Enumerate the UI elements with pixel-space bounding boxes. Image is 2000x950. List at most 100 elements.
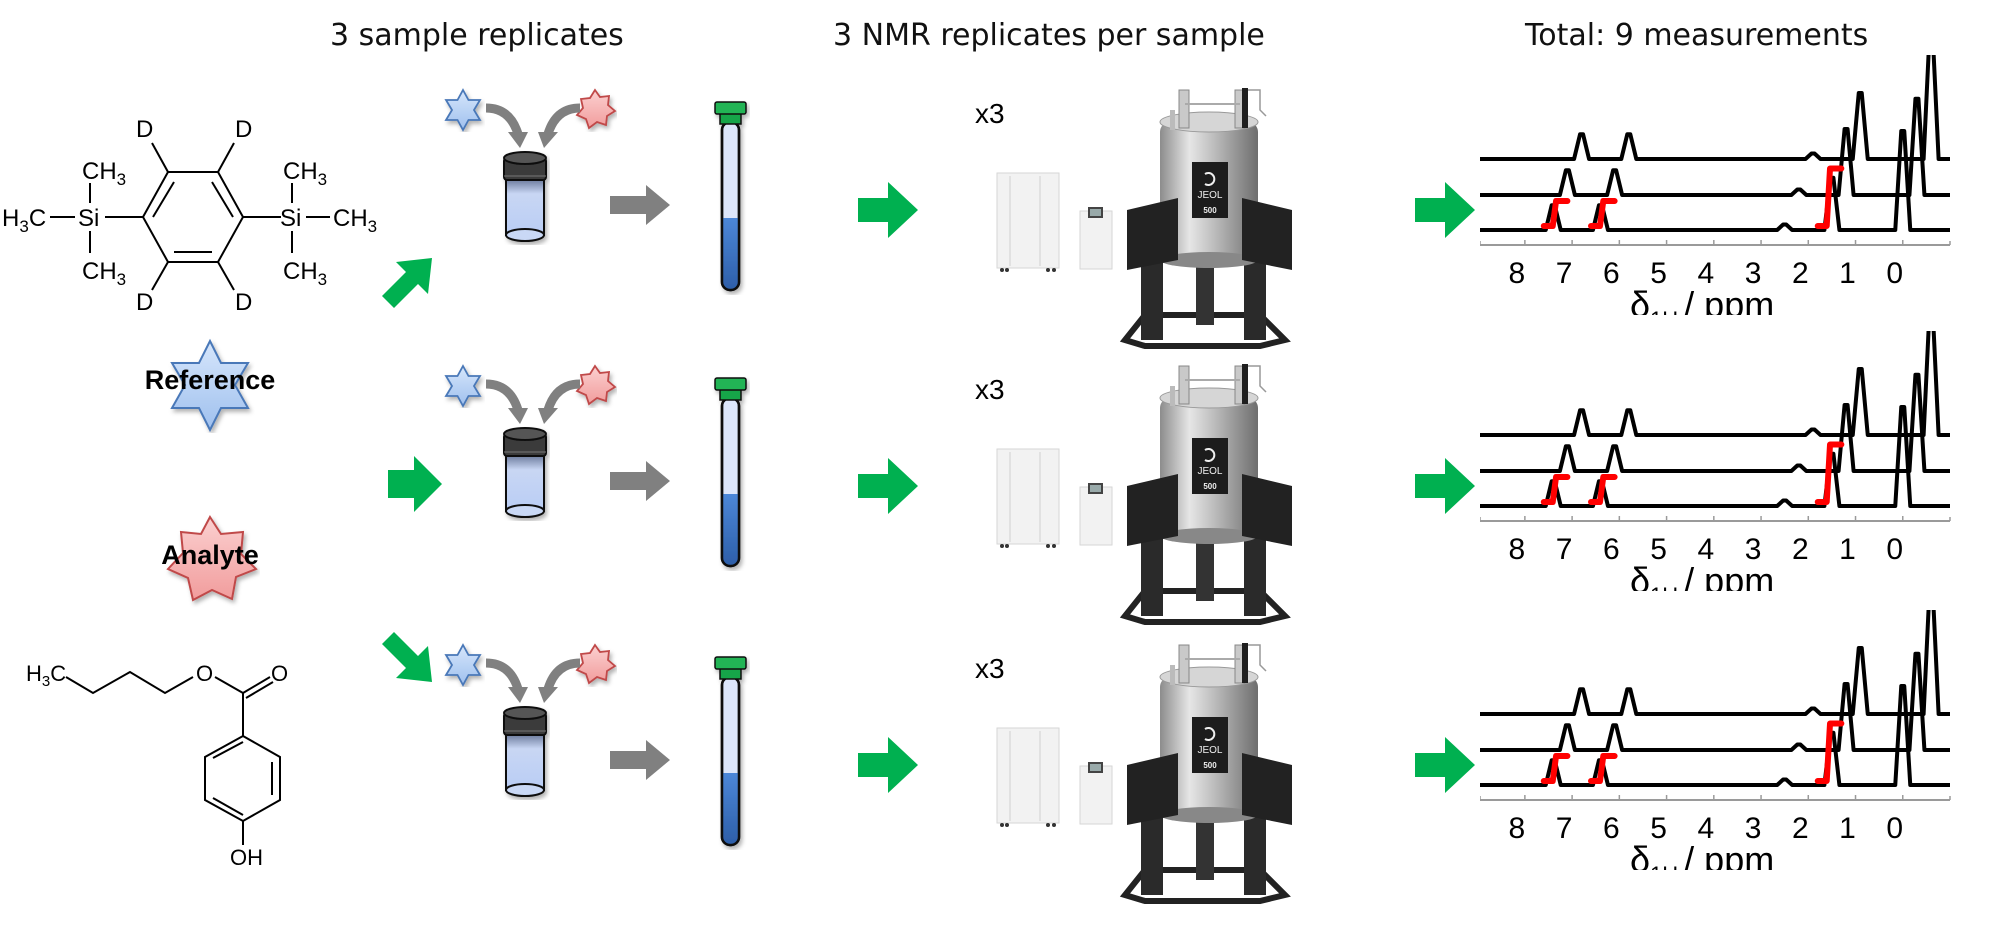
green-arrow-icon [1415,458,1475,514]
green-arrow-icon [382,258,432,308]
magnet-dewar: JEOL 500 [1127,88,1292,270]
x-tick-label: 7 [1556,533,1573,566]
header-sample-replicates: 3 sample replicates [330,18,624,53]
x-tick-label: 6 [1603,812,1620,845]
deuterium-label: D [235,289,252,310]
console-cabinet [996,172,1113,272]
x-tick-label: 8 [1509,257,1526,290]
integral-curve [1588,474,1618,505]
x-tick-label: 4 [1697,533,1714,566]
x-tick-label: 1 [1839,812,1856,845]
integral-curve [1540,753,1571,784]
analyte-molecule-structure: H3C O O OH [26,661,288,870]
nmr-tube-icon [714,377,747,568]
x-tick-label: 6 [1603,533,1620,566]
reference-label: Reference [144,365,276,395]
oxygen-label: O [271,661,288,686]
spectrum-line [1480,331,1950,437]
instrument-model: 500 [1203,482,1217,491]
reference-star-icon [444,643,482,687]
curved-arrows-icon [485,379,581,424]
x-tick-label: 2 [1792,812,1809,845]
x-tick-label: 4 [1697,812,1714,845]
x-tick-label: 0 [1886,257,1903,290]
instrument-brand: JEOL [1197,466,1222,477]
sample-vial-icon [503,706,547,797]
spectrum-line [1480,684,1950,787]
nmr-tube-icon [714,656,747,847]
x-tick-label: 7 [1556,257,1573,290]
spectrum-line [1480,96,1950,197]
x-axis-label: δ1H/ ppm [1630,839,1774,870]
gray-arrow-icon [610,740,670,780]
x-tick-label: 6 [1603,257,1620,290]
silicon-label: Si [78,205,99,232]
x-tick-label: 3 [1745,257,1762,290]
x-axis-label: δ1H/ ppm [1630,560,1774,591]
x-tick-label: 3 [1745,812,1762,845]
x-tick-label: 0 [1886,533,1903,566]
reference-star-icon [444,88,482,132]
gray-arrow-icon [610,185,670,225]
nmr-spectrum-chart: 876543210δ1H/ ppm [1480,610,1951,870]
green-arrow-icon [1415,182,1475,238]
deuterium-label: D [136,289,153,310]
reference-molecule-structure: D D D D Si Si CH3 CH3 CH3 CH3 CH3 H3C [2,116,377,310]
sample-vial-icon [503,427,547,518]
x-tick-label: 4 [1697,257,1714,290]
integral-curve [1588,198,1618,229]
header-nmr-replicates: 3 NMR replicates per sample [833,18,1265,53]
x-tick-label: 1 [1839,257,1856,290]
green-arrow-icon [388,456,442,512]
nmr-spectrometer-image: JEOL 500 [996,643,1292,904]
methyl-label: CH3 [283,258,327,289]
x-axis-label: δ1H/ ppm [1630,284,1774,315]
curved-arrows-icon [485,658,581,703]
integral-curve [1814,165,1845,229]
analyte-star-icon [575,643,617,685]
integral-curve [1814,441,1845,505]
gray-arrow-icon [610,461,670,501]
instrument-model: 500 [1203,206,1217,215]
spectrum-line [1480,129,1950,232]
green-arrow-icon [858,182,918,238]
sample-vial-icon [503,151,547,242]
x-tick-label: 8 [1509,533,1526,566]
analyte-label: Analyte [161,540,259,570]
curved-arrows-icon [485,103,581,148]
hydroxyl-label: OH [230,845,263,870]
methyl-label: H3C [2,205,46,236]
magnet-dewar: JEOL 500 [1127,364,1292,546]
nmr-tube-icon [714,101,747,292]
methyl-label: CH3 [82,158,126,189]
x-tick-label: 5 [1650,257,1667,290]
console-cabinet [996,448,1113,548]
x-tick-label: 7 [1556,812,1573,845]
green-arrow-icon [382,632,432,682]
x-tick-label: 5 [1650,812,1667,845]
deuterium-label: D [235,116,252,143]
reference-star-icon [170,338,250,433]
nmr-spectrometer-image: JEOL 500 [996,364,1292,625]
analyte-star-icon [575,364,617,406]
instrument-brand: JEOL [1197,190,1222,201]
console-cabinet [996,727,1113,827]
methyl-label: CH3 [283,158,327,189]
x-tick-label: 8 [1509,812,1526,845]
spectrum-line [1480,55,1950,161]
green-arrow-icon [1415,737,1475,793]
green-arrow-icon [858,458,918,514]
methyl-label: CH3 [82,258,126,289]
nmr-replicate-multiplier: x3 [975,98,1005,129]
x-tick-label: 2 [1792,533,1809,566]
instrument-model: 500 [1203,761,1217,770]
nmr-replicate-multiplier: x3 [975,653,1005,684]
x-tick-label: 5 [1650,533,1667,566]
spectrum-line [1480,651,1950,752]
integral-curve [1540,474,1571,505]
integral-curve [1588,753,1618,784]
green-arrow-icon [858,737,918,793]
integral-curve [1540,198,1571,229]
analyte-star-icon [166,515,258,602]
benzene-ring [141,171,245,263]
